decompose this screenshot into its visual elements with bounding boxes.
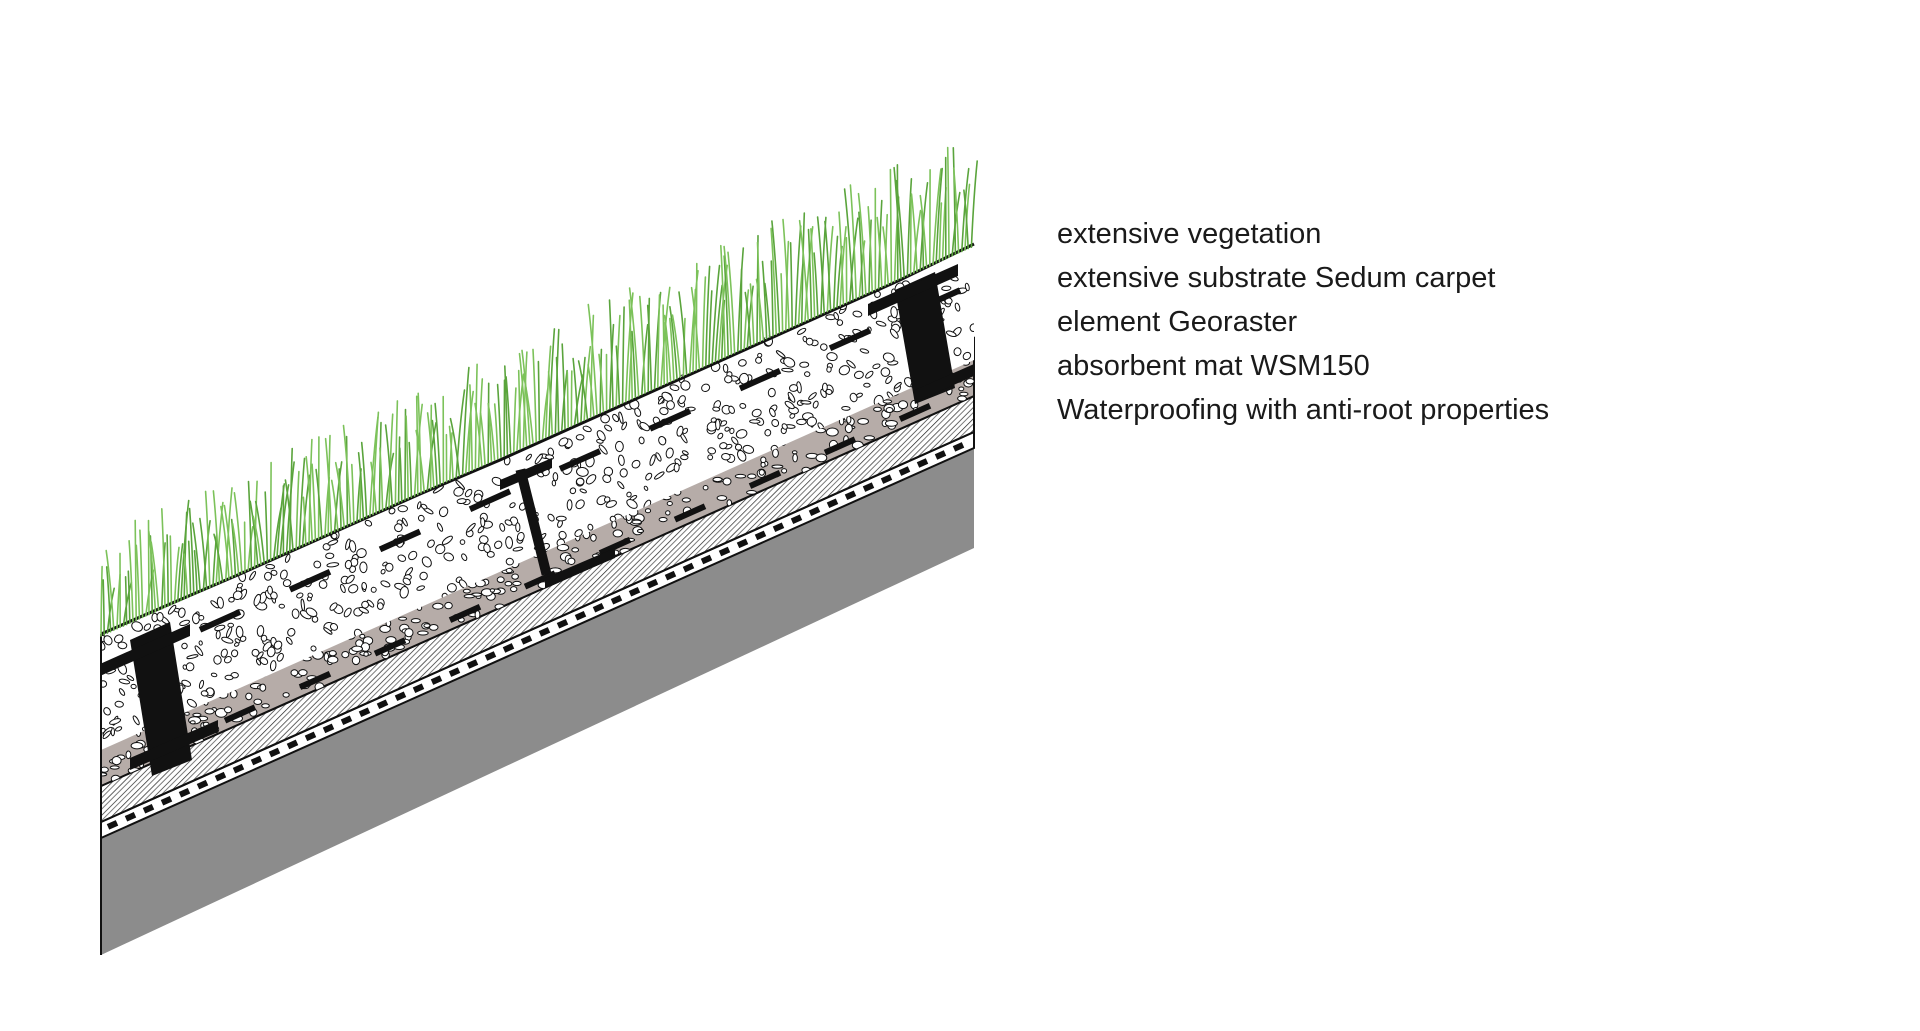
green-roof-section-diagram: [100, 146, 978, 955]
legend-item-vegetation: extensive vegetation: [1057, 218, 1322, 250]
georaster-posts: [100, 264, 974, 776]
extensive-vegetation: [100, 146, 978, 637]
legend-item-absorbent-mat: absorbent mat WSM150: [1057, 350, 1370, 382]
legend-item-waterproofing: Waterproofing with anti-root properties: [1057, 394, 1550, 426]
legend-item-substrate: extensive substrate Sedum carpet: [1057, 262, 1496, 294]
substrate-layer: [101, 244, 974, 750]
roof-deck: [101, 448, 974, 955]
layer-legend: extensive vegetation extensive substrate…: [1057, 212, 1549, 432]
legend-item-georaster: element Georaster: [1057, 306, 1298, 338]
